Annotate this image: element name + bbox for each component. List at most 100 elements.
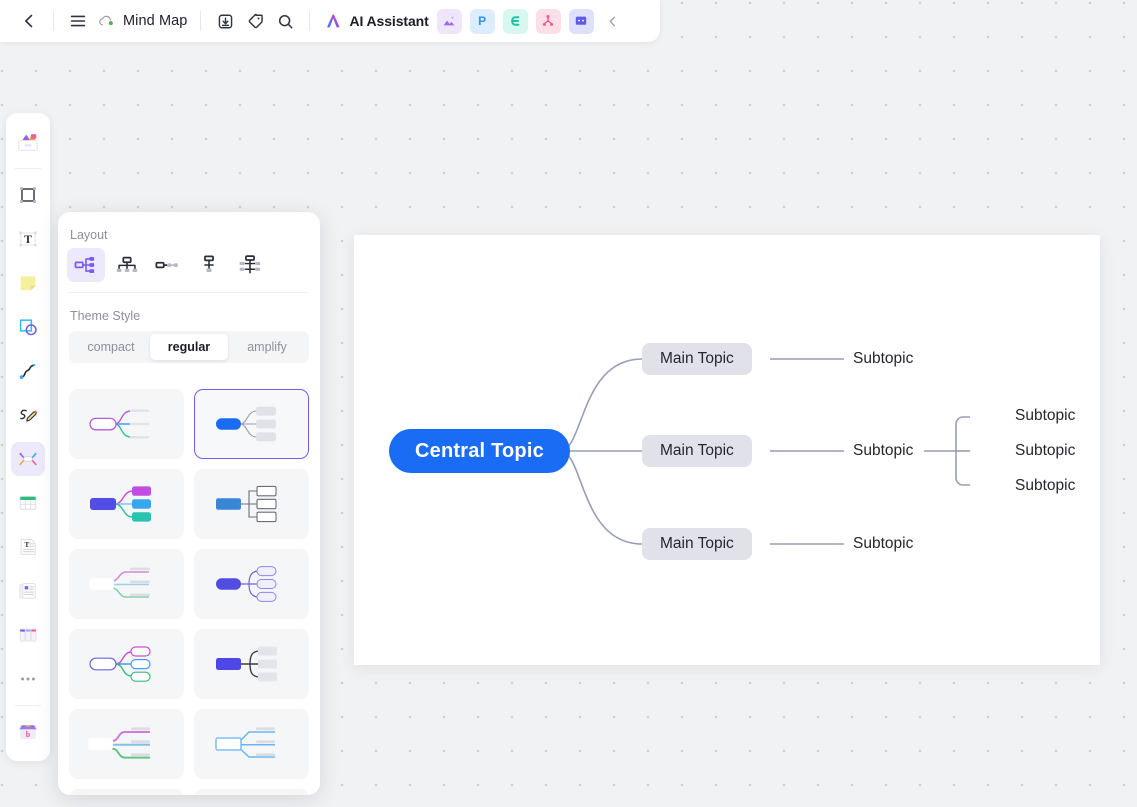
layout-theme-panel: Layout [58, 212, 320, 795]
ai-assistant-button[interactable]: AI Assistant [319, 6, 436, 36]
layout-right-logical-icon [74, 257, 95, 273]
theme-blue-box-outline[interactable] [194, 469, 309, 539]
theme-bold-color-blocks[interactable] [69, 469, 184, 539]
theme-sky-blue-angular[interactable] [194, 709, 309, 779]
image-app-icon[interactable] [436, 8, 462, 34]
sidebar-item-pen[interactable] [11, 398, 45, 432]
node-leaf-subtopic-3[interactable]: Subtopic [1015, 477, 1076, 494]
rail-divider-1 [15, 168, 41, 169]
shapes-icon [19, 319, 37, 336]
layout-section-title: Layout [70, 228, 108, 242]
theme-preview-icon [89, 486, 151, 522]
layout-org-chart[interactable] [108, 248, 146, 282]
top-toolbar: Mind Map [0, 0, 660, 42]
theme-preview-icon [215, 646, 277, 682]
node-main-topic-3[interactable]: Main Topic [642, 528, 752, 560]
text-icon: T [19, 231, 37, 247]
tag-icon [248, 13, 263, 28]
node-leaf-subtopic-1[interactable]: Subtopic [1015, 407, 1076, 424]
theme-soft-lines-pastel[interactable] [69, 549, 184, 619]
search-icon [278, 14, 293, 29]
tool-rail: T [6, 113, 50, 761]
theme-preview-icon [88, 646, 151, 682]
theme-preview-icon [88, 567, 150, 598]
image-sparkle-icon [443, 16, 455, 26]
layout-timeline-icon [155, 261, 178, 269]
node-leaf-subtopic-2[interactable]: Subtopic [1015, 442, 1076, 459]
presentation-glyph: P [478, 14, 487, 28]
comment-app-icon[interactable] [568, 8, 594, 34]
layout-tree-down-icon [204, 255, 214, 273]
layout-fishbone[interactable] [231, 248, 269, 282]
theme-preview-icon [88, 409, 149, 439]
theme-thumbnail-grid[interactable] [58, 380, 320, 795]
theme-section-title: Theme Style [70, 309, 141, 323]
sidebar-item-text[interactable]: T [11, 222, 45, 256]
svg-text:T: T [24, 541, 29, 549]
table-icon [19, 496, 37, 510]
sidebar-item-cards[interactable] [11, 574, 45, 608]
sidebar-item-kanban[interactable] [11, 618, 45, 652]
layout-right-map[interactable] [67, 248, 105, 282]
theme-indigo-bracket-pill[interactable] [194, 549, 309, 619]
node-main-topic-1[interactable]: Main Topic [642, 343, 752, 375]
theme-blue-filled-blocks[interactable] [194, 389, 309, 459]
tag-button[interactable] [240, 6, 270, 36]
toolbar-divider-1 [53, 11, 54, 31]
theme-density-segmented-control: compact regular amplify [69, 331, 309, 363]
presentation-app-icon[interactable]: P [469, 8, 495, 34]
density-option-compact[interactable]: compact [87, 340, 135, 354]
theme-outline-pill-color[interactable] [69, 629, 184, 699]
chat-bubble-icon [575, 16, 587, 25]
hamburger-menu-icon [70, 15, 86, 27]
theme-partial-row-right[interactable] [194, 789, 309, 795]
sidebar-item-sticky-note[interactable] [11, 266, 45, 300]
layout-org-chart-icon [116, 256, 138, 273]
sidebar-item-document[interactable]: T [11, 530, 45, 564]
theme-preview-icon [215, 406, 276, 442]
theme-outline-rainbow[interactable] [69, 389, 184, 459]
sidebar-item-table[interactable] [11, 486, 45, 520]
document-title-button[interactable]: Mind Map [93, 12, 191, 31]
sidebar-item-shapes[interactable] [11, 310, 45, 344]
layout-options-row [58, 242, 320, 292]
main-menu-button[interactable] [63, 6, 93, 36]
node-subtopic-2[interactable]: Subtopic [853, 442, 914, 459]
node-subtopic-3[interactable]: Subtopic [853, 535, 914, 552]
plugin-store-icon: b [19, 725, 37, 739]
sidebar-item-more[interactable] [11, 662, 45, 696]
mindmap-icon [19, 452, 37, 466]
pen-scribble-icon [20, 409, 38, 422]
sticky-note-icon [20, 276, 36, 291]
node-central-topic[interactable]: Central Topic [389, 429, 570, 473]
chevron-left-icon [25, 14, 33, 28]
svg-text:T: T [24, 234, 32, 246]
sidebar-item-mindmap[interactable] [11, 442, 45, 476]
frame-icon [20, 187, 36, 203]
export-button[interactable] [210, 6, 240, 36]
sidebar-item-frame[interactable] [11, 178, 45, 212]
sidebar-item-connector[interactable] [11, 354, 45, 388]
mindmap-app-icon[interactable] [535, 8, 561, 34]
layout-timeline[interactable] [149, 248, 187, 282]
mindmap-board[interactable]: Central Topic Main Topic Main Topic Main… [354, 235, 1100, 665]
density-option-regular[interactable]: regular [150, 334, 228, 360]
kanban-board-icon [19, 628, 37, 642]
toolbar-divider-2 [200, 11, 202, 31]
theme-dark-bracket-grey[interactable] [194, 629, 309, 699]
back-button[interactable] [14, 6, 44, 36]
theme-thick-pastel-lines[interactable] [69, 709, 184, 779]
node-subtopic-1[interactable]: Subtopic [853, 350, 914, 367]
more-horizontal-icon [21, 677, 35, 681]
collapse-apps-button[interactable] [602, 6, 624, 36]
node-main-topic-2[interactable]: Main Topic [642, 435, 752, 467]
layout-tree-down[interactable] [190, 248, 228, 282]
cloud-synced-icon [99, 15, 113, 25]
document-title: Mind Map [123, 13, 188, 29]
theme-partial-row-left[interactable] [69, 789, 184, 795]
flow-app-icon[interactable] [502, 8, 528, 34]
density-option-amplify[interactable]: amplify [247, 340, 287, 354]
search-button[interactable] [270, 6, 300, 36]
sidebar-item-templates[interactable] [11, 125, 45, 159]
sidebar-item-store[interactable]: b [11, 715, 45, 749]
